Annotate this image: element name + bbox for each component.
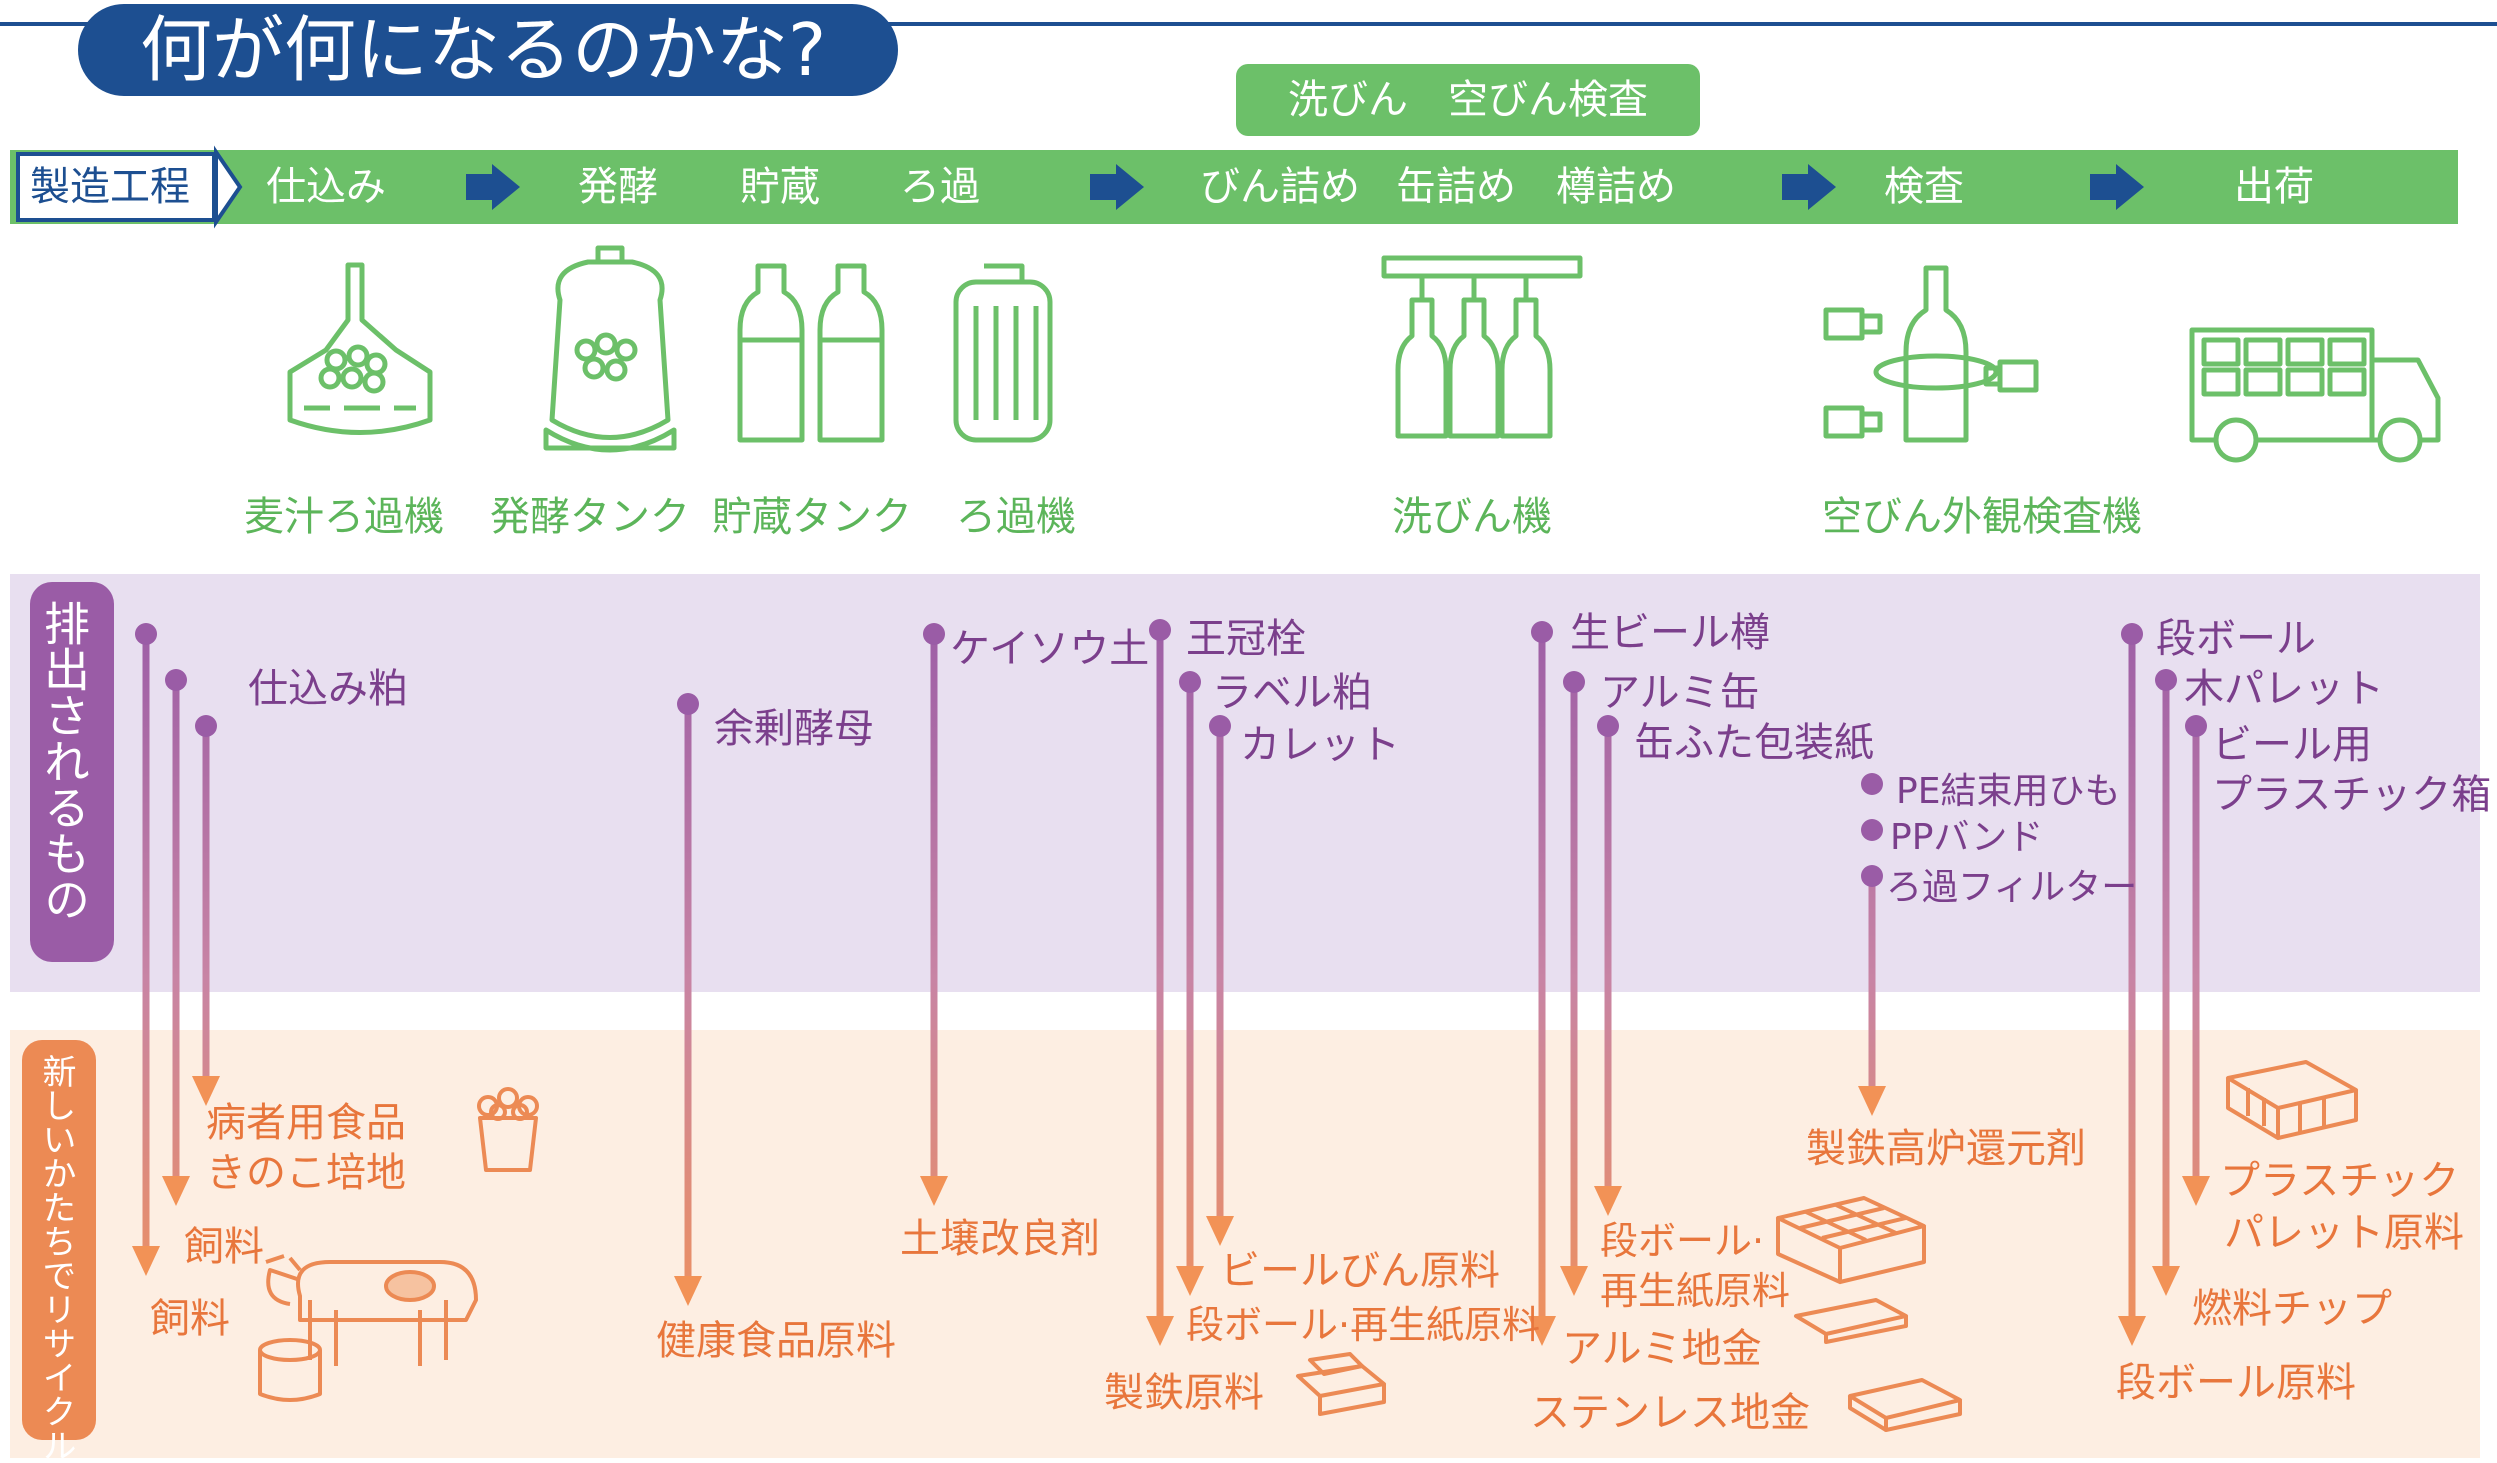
recycled-cardboard-paper-1: 段ボール·再生紙原料: [1186, 1303, 1541, 1347]
emitted-wood-pallet: 木パレット: [2184, 666, 2384, 712]
upper-step-box: [1236, 64, 1700, 136]
emitted-cardboard: 段ボール: [2156, 616, 2316, 662]
step-fermentation: 発酵: [578, 164, 658, 210]
fermentation-tank-icon: [543, 245, 677, 453]
recycled-plastic-pallet-line1: プラスチック: [2220, 1158, 2460, 1204]
process-label: 製造工程: [30, 164, 190, 210]
recycled-fuel-chip: 燃料チップ: [2192, 1286, 2392, 1332]
step-inspection: 検査: [1884, 164, 1964, 210]
recycled-hospital-food: 病者用食品: [206, 1100, 406, 1146]
process-bar: [10, 150, 2458, 224]
bottle-inspection-icon: [1823, 265, 2039, 443]
emitted-label-waste: ラベル粕: [1212, 670, 1372, 716]
machine-label-fermentation-tank: 発酵タンク: [490, 494, 690, 540]
bottle-washer-icon: [1381, 255, 1583, 439]
recycled-mushroom-bed: きのこ培地: [206, 1150, 406, 1196]
emitted-crown-cap: 王冠栓: [1186, 616, 1306, 662]
process-label-box: [16, 152, 216, 222]
emitted-plastic-box-line1: ビール用: [2212, 722, 2372, 768]
step-storage: 貯蔵: [740, 164, 820, 210]
step-shipping: 出荷: [2234, 164, 2314, 210]
filter-machine-icon: [953, 263, 1053, 443]
emitted-mash-lees: 仕込み粕: [248, 666, 408, 712]
emitted-keg: 生ビール樽: [1570, 610, 1770, 656]
recycled-bottle-material: ビールびん原料: [1220, 1248, 1500, 1294]
title-banner: [78, 4, 898, 96]
recycled-soil-conditioner: 土壌改良剤: [900, 1216, 1100, 1262]
emitted-cullet: カレット: [1240, 722, 1400, 768]
recycled-cardboard-material: 段ボール原料: [2116, 1360, 2356, 1406]
emitted-pp-band: PPバンド: [1890, 817, 2044, 858]
emitted-aluminum-can: アルミ缶: [1600, 670, 1760, 716]
recycled-aluminum-ingot: アルミ地金: [1562, 1326, 1762, 1372]
step-kegging: 樽詰め: [1556, 164, 1676, 210]
emitted-surplus-yeast: 余剰酵母: [714, 706, 874, 752]
machine-label-bottle-washer: 洗びん機: [1392, 494, 1552, 540]
emitted-plastic-box-line2: プラスチック箱: [2212, 772, 2492, 818]
recycled-cardboard-paper-2-line1: 段ボール·: [1600, 1219, 1765, 1263]
recycled-section: [10, 1030, 2480, 1458]
machine-label-mash-filter: 麦汁ろ過機: [244, 494, 444, 540]
machine-label-storage-tank: 貯蔵タンク: [712, 494, 912, 540]
recycled-steel-material: 製鉄原料: [1104, 1370, 1264, 1416]
step-canning: 缶詰め: [1396, 164, 1516, 210]
step-filtration: ろ過: [900, 164, 980, 210]
recycled-cardboard-paper-2-line2: 再生紙原料: [1600, 1269, 1791, 1313]
emitted-section-label: 排出されるもの: [37, 600, 91, 922]
recycled-feed-2: 飼料: [150, 1296, 230, 1342]
emitted-lid-wrap: 缶ふた包装紙: [1634, 720, 1874, 766]
machine-label-inspection: 空びん外観検査機: [1822, 494, 2142, 540]
recycled-blast-furnace-agent: 製鉄高炉還元剤: [1806, 1126, 2086, 1172]
emitted-filter: ろ過フィルター: [1886, 867, 2138, 908]
delivery-truck-icon: [2189, 327, 2441, 463]
storage-tank-icon: [737, 263, 885, 443]
machine-label-filter: ろ過機: [956, 494, 1076, 540]
emitted-section-label-box: 排出されるもの: [30, 582, 114, 962]
page-title: 何が何になるのかな?: [140, 8, 827, 92]
recycled-plastic-pallet-line2: パレット原料: [2224, 1210, 2464, 1256]
recycled-health-food: 健康食品原料: [656, 1318, 896, 1364]
recycled-section-label: 新しいかたちでリサイクル: [36, 1054, 76, 1462]
step-bottling: びん詰め: [1200, 164, 1360, 210]
recycled-section-label-box: 新しいかたちでリサイクル: [22, 1040, 96, 1462]
header-rule: [0, 22, 2497, 26]
emitted-section: [10, 574, 2480, 992]
recycled-stainless-ingot: ステンレス地金: [1530, 1390, 1810, 1436]
step-mashing: 仕込み: [266, 164, 386, 210]
upper-step-label: 洗びん 空びん検査: [1288, 77, 1648, 123]
recycled-feed-1: 飼料: [184, 1224, 264, 1270]
mash-filter-icon: [287, 262, 433, 435]
emitted-pe-string: PE結束用ひも: [1896, 771, 2121, 812]
emitted-diatomite: ケイソウ土: [950, 626, 1150, 672]
